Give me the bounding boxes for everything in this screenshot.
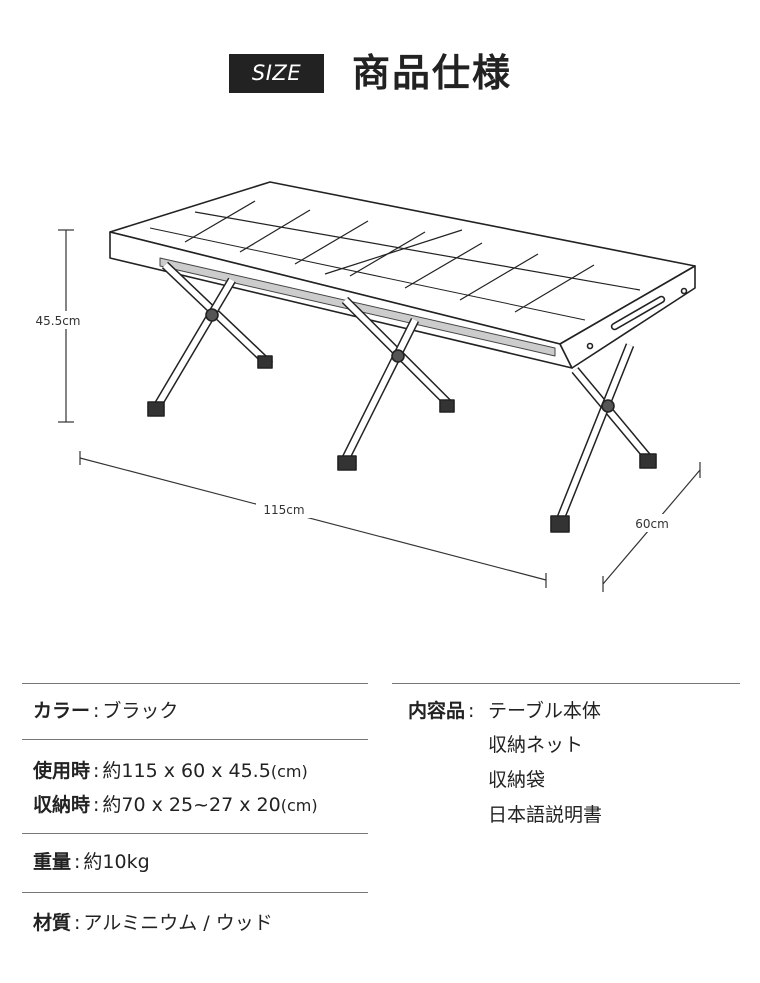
depth-label: 60cm xyxy=(635,517,669,531)
spec-unit: (cm) xyxy=(280,796,318,815)
spec-label: 使用時 xyxy=(33,760,91,782)
spec-separator: : xyxy=(93,760,100,782)
divider xyxy=(22,833,368,834)
spec-label: 収納時 xyxy=(33,794,91,816)
spec-value: 約70 x 25~27 x 20 xyxy=(102,794,281,816)
divider xyxy=(22,683,368,684)
table-side-edge xyxy=(559,265,696,369)
page-title: 商品仕様 xyxy=(352,51,513,95)
divider xyxy=(22,739,368,740)
size-badge: SIZE xyxy=(229,54,324,93)
spec-value: 約10kg xyxy=(83,851,150,873)
spec-separator: : xyxy=(74,912,81,934)
contents-item: 収納袋 xyxy=(488,769,546,791)
spec-label: カラー xyxy=(33,700,91,722)
contents-item: テーブル本体 xyxy=(488,700,601,722)
spec-label: 材質 xyxy=(33,912,72,934)
page-header: SIZE 商品仕様 xyxy=(0,50,760,98)
table-illustration: 45.5cm 115cm 60cm xyxy=(22,181,701,592)
spec-value: 約115 x 60 x 45.5 xyxy=(102,760,271,782)
spec-in-use: 使用時:約115 x 60 x 45.5(cm) xyxy=(33,759,308,784)
spec-weight: 重量:約10kg xyxy=(33,850,150,874)
spec-value: ブラック xyxy=(102,700,179,722)
spec-separator: : xyxy=(74,851,81,873)
contents-item: 日本語説明書 xyxy=(488,804,603,826)
height-label: 45.5cm xyxy=(35,314,80,328)
spec-contents: 内容品: xyxy=(408,699,477,723)
divider xyxy=(22,892,368,893)
divider xyxy=(392,683,740,684)
spec-label: 内容品 xyxy=(408,700,466,722)
spec-separator: : xyxy=(93,794,100,816)
spec-separator: : xyxy=(468,700,475,722)
contents-item: 収納ネット xyxy=(488,734,584,756)
spec-color: カラー:ブラック xyxy=(33,699,178,723)
spec-material: 材質:アルミニウム / ウッド xyxy=(33,911,273,935)
spec-label: 重量 xyxy=(33,851,72,873)
spec-separator: : xyxy=(93,700,100,722)
spec-unit: (cm) xyxy=(270,762,308,781)
spec-stored: 収納時:約70 x 25~27 x 20(cm) xyxy=(33,793,318,818)
spec-value: アルミニウム / ウッド xyxy=(83,912,273,934)
width-dimension xyxy=(79,451,547,588)
width-label: 115cm xyxy=(263,503,304,517)
